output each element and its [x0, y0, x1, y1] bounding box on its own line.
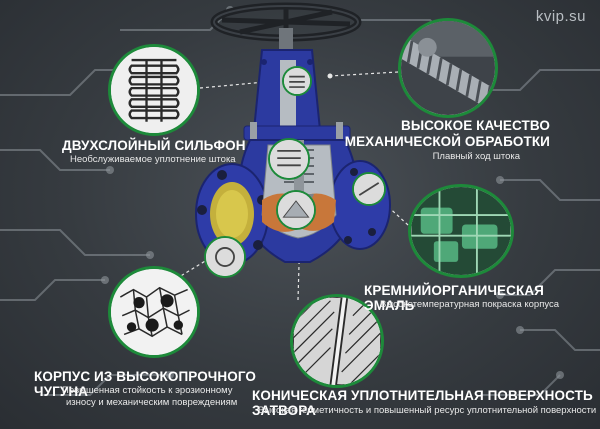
- bellows-title: ДВУХСЛОЙНЫЙ СИЛЬФОН: [62, 138, 246, 153]
- bellows-detail-badge: [108, 44, 200, 136]
- small-detail-badge-1: [268, 138, 310, 180]
- body-subtitle-line2: износу и механическим повреждениям: [66, 397, 238, 408]
- cast-iron-detail-badge: [108, 266, 200, 358]
- machining-title-line1: ВЫСОКОЕ КАЧЕСТВО: [401, 118, 550, 133]
- watermark: kvip.su: [535, 8, 586, 25]
- bellows-subtitle: Необслуживаемое уплотнение штока: [70, 154, 236, 165]
- enamel-title: КРЕМНИЙОРГАНИЧЕСКАЯ ЭМАЛЬ: [364, 283, 544, 313]
- seal-subtitle: Высокая герметичность и повышенный ресур…: [258, 405, 597, 416]
- machining-detail-badge: [398, 18, 498, 118]
- small-detail-badge-5: [282, 66, 312, 96]
- enamel-detail-badge: [408, 184, 514, 278]
- seat-seal-detail-badge: [290, 294, 384, 388]
- body-subtitle-line1: Повышенная стойкость к эрозионному: [62, 385, 233, 396]
- machining-title-line2: МЕХАНИЧЕСКОЙ ОБРАБОТКИ: [344, 134, 550, 149]
- body-title: КОРПУС ИЗ ВЫСОКОПРОЧНОГО ЧУГУНА: [34, 369, 257, 399]
- machining-subtitle: Плавный ход штока: [432, 151, 520, 162]
- seal-title: КОНИЧЕСКАЯ УПЛОТНИТЕЛЬНАЯ ПОВЕРХНОСТЬ ЗА…: [252, 388, 593, 418]
- enamel-subtitle: Высокотемпературная покраска корпуса: [380, 299, 560, 310]
- small-detail-badge-4: [352, 172, 386, 206]
- small-detail-badge-3: [204, 236, 246, 278]
- small-detail-badge-2: [276, 190, 316, 230]
- handwheel: [210, 2, 362, 52]
